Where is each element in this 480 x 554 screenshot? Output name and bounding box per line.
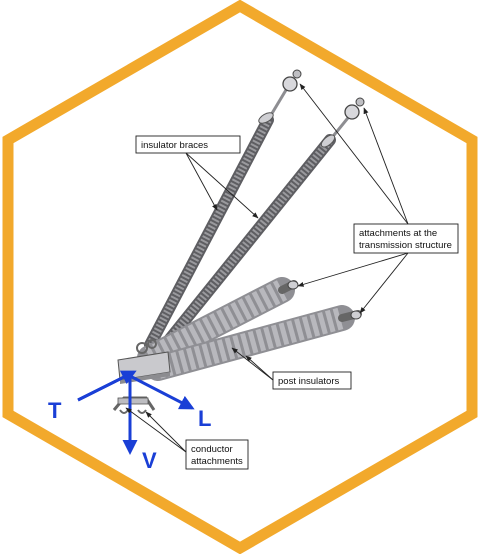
insulator-brace-right — [159, 97, 365, 351]
insulator-assembly-icon — [112, 69, 365, 414]
insulator-brace-left — [144, 69, 302, 351]
t-axis-arrow — [77, 370, 137, 402]
callout-post-insulators: post insulators — [231, 347, 352, 390]
conductor-attachment-icon — [112, 384, 156, 414]
callout-label-insulator-braces: insulator braces — [141, 140, 208, 151]
callout-label-conductor-line1: conductor — [191, 444, 233, 455]
callout-label-attachments-line1: attachments at the — [359, 228, 437, 239]
structure-attachment-3-icon — [287, 280, 299, 290]
callout-label-post-insulators: post insulators — [278, 376, 340, 387]
axis-system: T L V — [48, 370, 211, 473]
axis-label-t: T — [48, 398, 62, 423]
post-insulator-lower — [145, 305, 362, 381]
post-insulator-upper — [137, 277, 299, 371]
axis-label-v: V — [142, 448, 157, 473]
axis-label-l: L — [198, 406, 211, 431]
callout-conductor-attachments: conductor attachments — [125, 407, 249, 470]
l-axis-arrow — [127, 373, 195, 410]
callout-structure-attachments: attachments at the transmission structur… — [297, 83, 459, 314]
callout-insulator-braces: insulator braces — [135, 135, 259, 219]
callout-label-conductor-line2: attachments — [191, 456, 243, 467]
structure-attachment-4-icon — [350, 310, 362, 320]
structure-attachment-1-icon — [282, 76, 298, 92]
callout-label-attachments-line2: transmission structure — [359, 240, 452, 251]
structure-attachment-2-icon — [344, 104, 360, 120]
